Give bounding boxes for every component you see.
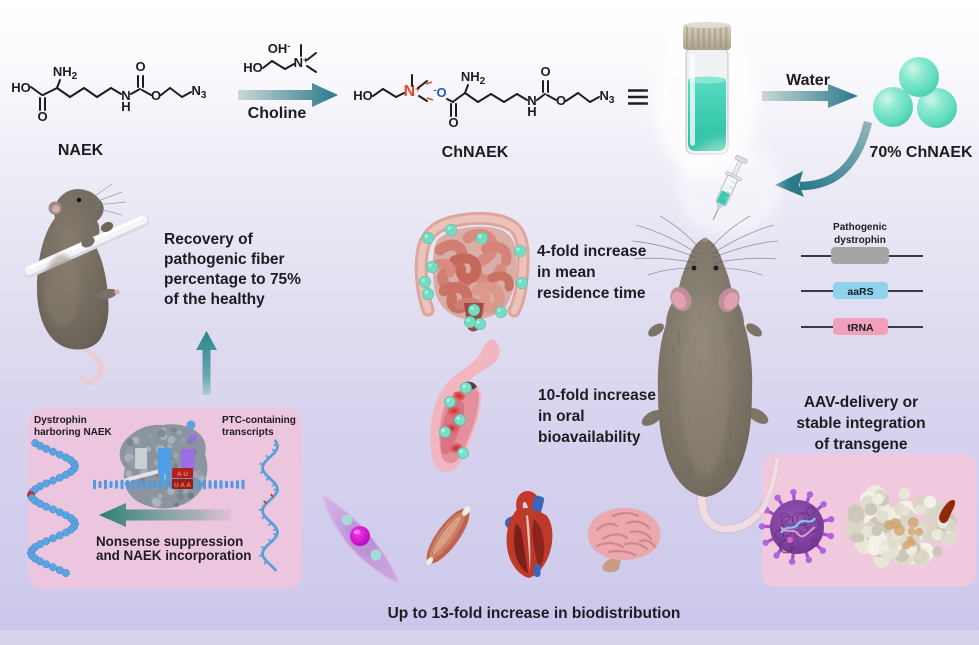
svg-text:residence time: residence time bbox=[537, 285, 646, 302]
svg-text:Choline: Choline bbox=[248, 105, 307, 122]
svg-text:transcripts: transcripts bbox=[222, 427, 274, 438]
svg-text:and NAEK incorporation: and NAEK incorporation bbox=[96, 548, 251, 563]
svg-text:tRNA: tRNA bbox=[847, 322, 874, 334]
svg-text:N: N bbox=[121, 88, 130, 103]
svg-text:dystrophin: dystrophin bbox=[834, 235, 886, 246]
svg-text:PTC-containing: PTC-containing bbox=[222, 415, 296, 426]
svg-text:Pathogenic: Pathogenic bbox=[833, 222, 887, 233]
svg-text:pathogenic fiber: pathogenic fiber bbox=[164, 251, 285, 268]
svg-text:O: O bbox=[37, 109, 47, 124]
svg-text:Nonsense suppression: Nonsense suppression bbox=[96, 534, 243, 549]
svg-text:O: O bbox=[151, 88, 161, 103]
svg-text:of transgene: of transgene bbox=[814, 436, 907, 453]
svg-text:O: O bbox=[540, 64, 550, 79]
svg-text:ChNAEK: ChNAEK bbox=[442, 144, 509, 161]
svg-text:Recovery of: Recovery of bbox=[164, 231, 254, 248]
svg-text:Dystrophin: Dystrophin bbox=[34, 415, 87, 426]
svg-text:OH-: OH- bbox=[268, 41, 291, 56]
svg-text:70% ChNAEK: 70% ChNAEK bbox=[869, 144, 973, 161]
svg-text:in oral: in oral bbox=[538, 408, 585, 425]
svg-text:NH2: NH2 bbox=[53, 64, 78, 82]
svg-text:O: O bbox=[448, 115, 458, 130]
svg-text:-O: -O bbox=[433, 85, 446, 100]
svg-text:NAEK: NAEK bbox=[58, 142, 104, 159]
svg-text:H: H bbox=[121, 99, 130, 114]
svg-text:10-fold increase: 10-fold increase bbox=[538, 387, 656, 404]
svg-text:Water: Water bbox=[786, 72, 830, 89]
svg-text:HO: HO bbox=[353, 88, 373, 103]
svg-text:bioavailability: bioavailability bbox=[538, 429, 641, 446]
svg-text:NH2: NH2 bbox=[461, 69, 486, 87]
svg-text:4-fold increase: 4-fold increase bbox=[537, 243, 647, 260]
svg-text:HO: HO bbox=[11, 80, 31, 95]
svg-text:AAV-delivery or: AAV-delivery or bbox=[804, 394, 918, 411]
svg-text:HO: HO bbox=[243, 60, 263, 75]
svg-text:A U: A U bbox=[177, 471, 188, 478]
svg-text:in mean: in mean bbox=[537, 264, 596, 281]
svg-text:O: O bbox=[556, 93, 566, 108]
svg-text:harboring NAEK: harboring NAEK bbox=[34, 427, 113, 438]
svg-text:O: O bbox=[135, 59, 145, 74]
svg-text:percentage to 75%: percentage to 75% bbox=[164, 271, 301, 288]
svg-text:N: N bbox=[527, 93, 536, 108]
svg-text:aaRS: aaRS bbox=[847, 286, 873, 298]
svg-text:stable integration: stable integration bbox=[796, 415, 925, 432]
svg-text:of the healthy: of the healthy bbox=[164, 291, 265, 308]
svg-text:H: H bbox=[527, 104, 536, 119]
svg-text:Up to 13-fold increase in biod: Up to 13-fold increase in biodistributio… bbox=[388, 605, 681, 622]
svg-text:U A A: U A A bbox=[174, 482, 191, 489]
